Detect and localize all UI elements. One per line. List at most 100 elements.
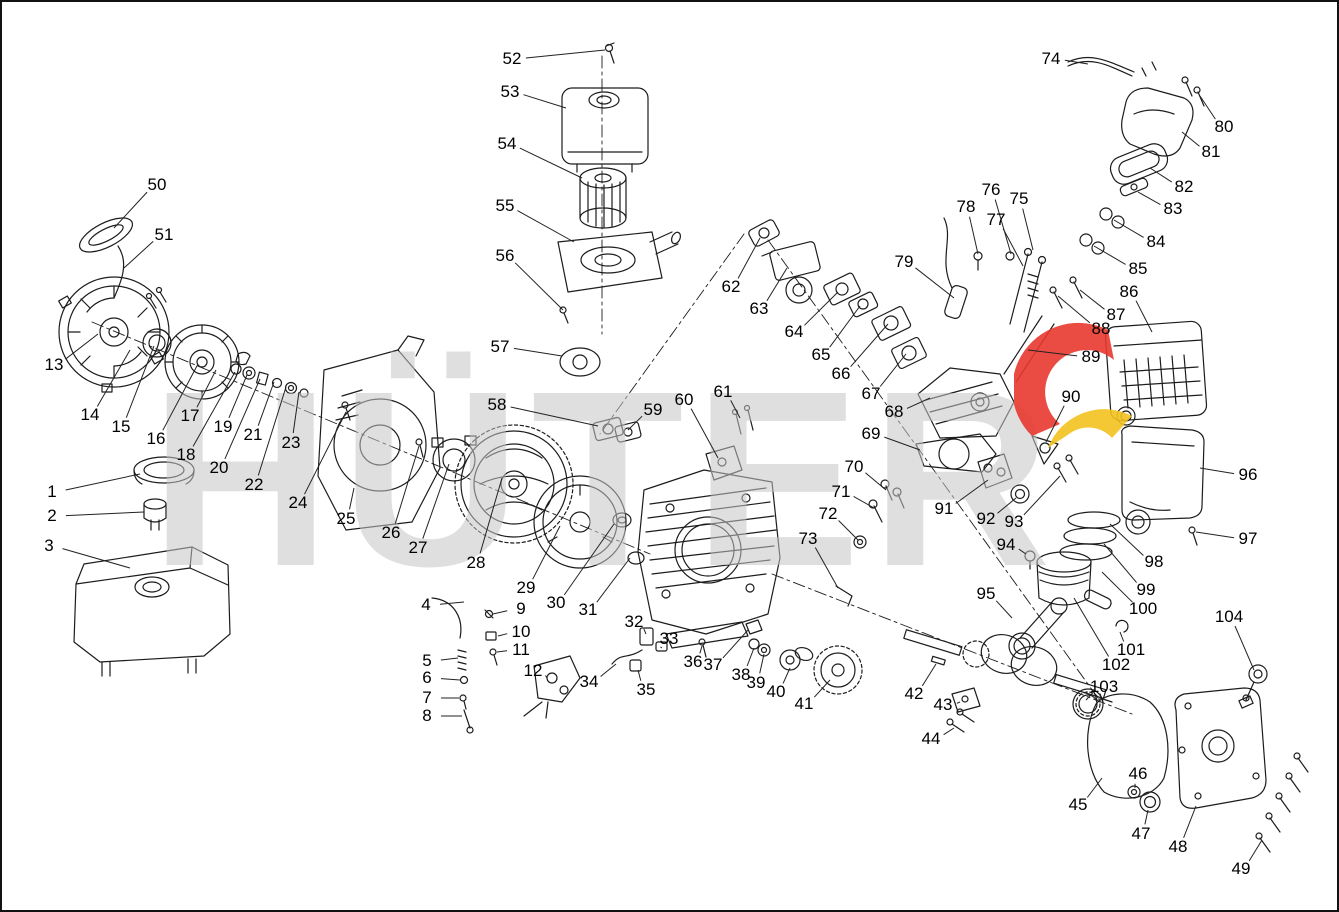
leader-line-12 [545,675,548,679]
part-label-67: 67 [862,384,881,403]
leader-line-65 [829,305,861,348]
part-label-44: 44 [922,729,941,748]
oil-dipstick [1248,664,1268,684]
flywheel-washer [612,512,632,528]
part-label-13: 13 [45,355,64,374]
part-label-89: 89 [1082,347,1101,366]
part-label-53: 53 [501,82,520,101]
valve-cover-gasket [1109,143,1169,185]
part-label-60: 60 [675,390,694,409]
spark-plug-cap [944,285,968,319]
part-label-86: 86 [1120,282,1139,301]
part-label-23: 23 [282,433,301,452]
connecting-rod [1019,601,1065,649]
part-label-14: 14 [81,405,100,424]
leader-line-37 [722,629,749,659]
part-label-85: 85 [1129,259,1148,278]
part-label-80: 80 [1215,117,1234,136]
part-label-21: 21 [244,425,263,444]
leader-line-28 [479,477,503,554]
leader-line-63 [766,267,788,301]
leader-line-85 [1093,245,1126,265]
leader-line-43 [956,701,961,704]
part-label-26: 26 [382,523,401,542]
part-label-22: 22 [245,475,264,494]
leader-line-82 [1149,167,1173,183]
leader-line-61 [730,400,741,419]
leader-line-75 [1022,208,1034,251]
part-label-46: 46 [1129,764,1148,783]
intake-spacer-stack [559,347,642,443]
part-label-90: 90 [1062,387,1081,406]
leader-line-14 [96,349,131,407]
leader-line-18 [192,371,236,447]
cover-gasket [1086,693,1169,799]
part-label-12: 12 [524,661,543,680]
part-label-34: 34 [580,672,599,691]
part-label-73: 73 [799,529,818,548]
part-label-96: 96 [1239,465,1258,484]
part-label-102: 102 [1102,655,1130,674]
valve-cover [1067,56,1205,185]
part-label-10: 10 [512,622,531,641]
leader-line-22 [257,386,287,476]
leader-line-52 [525,49,606,59]
leader-line-1 [65,473,141,491]
leader-line-40 [782,667,791,684]
leader-line-94 [1018,548,1027,555]
cylinder-block [637,469,781,658]
part-label-16: 16 [147,429,166,448]
starter-handle [78,217,134,253]
leader-line-27 [422,463,450,539]
leader-line-49 [1248,839,1263,862]
leader-line-102 [1073,597,1110,657]
fuel-tank [73,546,231,663]
part-label-47: 47 [1132,824,1151,843]
part-label-50: 50 [148,175,167,194]
leader-line-6 [440,678,461,681]
exhaust-small-parts [977,435,1079,570]
part-label-49: 49 [1232,859,1251,878]
part-label-2: 2 [47,506,56,525]
leader-line-88 [1057,295,1091,324]
leader-line-38 [746,647,755,667]
part-label-84: 84 [1147,232,1166,251]
part-label-11: 11 [512,640,530,659]
leader-line-58 [510,406,599,427]
leader-line-53 [523,94,567,109]
leader-line-4 [439,601,465,605]
part-label-25: 25 [337,509,356,528]
leader-line-66 [850,323,889,368]
leader-line-36 [699,645,703,654]
part-label-27: 27 [409,538,428,557]
part-label-64: 64 [785,322,804,341]
leader-line-67 [879,353,907,387]
leader-line-24 [304,411,347,495]
leader-line-80 [1199,95,1216,120]
leader-line-79 [915,267,955,299]
part-label-75: 75 [1010,189,1029,208]
leader-line-26 [394,445,420,524]
leader-line-41 [813,679,831,698]
crankcase-cover-assembly [946,664,1309,853]
piston-pin [1083,589,1112,610]
leader-line-33 [660,646,663,649]
leader-line-74 [1064,59,1089,65]
leader-line-91 [955,479,989,504]
leader-line-30 [563,523,615,596]
leader-line-59 [627,415,643,431]
leader-line-84 [1113,219,1144,238]
leader-line-3 [62,548,131,569]
part-label-17: 17 [181,406,200,425]
leader-line-87 [1079,289,1105,310]
leader-line-86 [1135,300,1153,333]
part-label-43: 43 [934,695,953,714]
part-label-61: 61 [714,382,733,401]
oil-seal [1139,791,1161,813]
leader-line-56 [514,262,564,311]
starter-cup [533,475,645,569]
leader-line-35 [637,669,642,681]
